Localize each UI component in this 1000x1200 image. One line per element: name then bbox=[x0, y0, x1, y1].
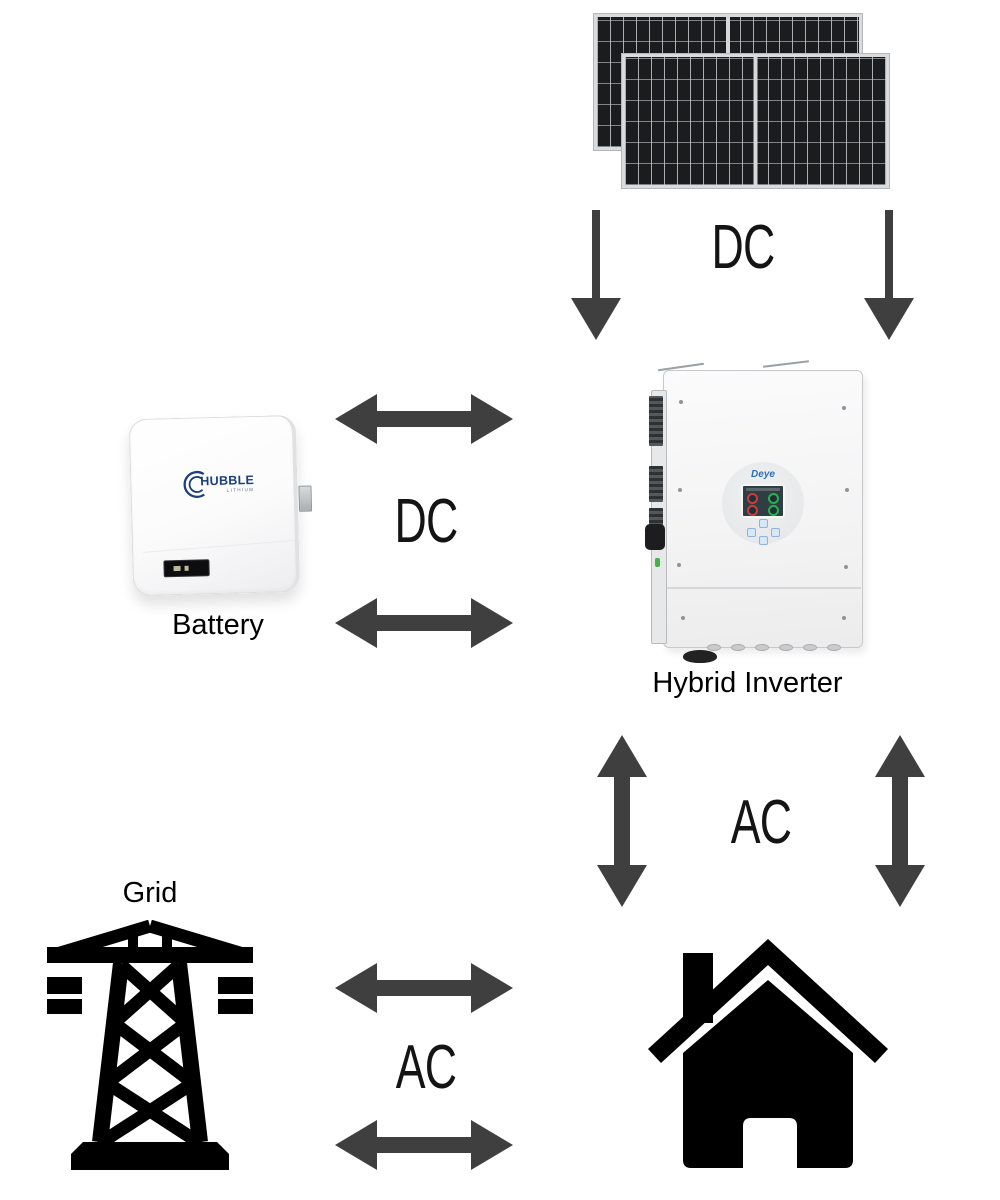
screw-icon bbox=[681, 616, 685, 620]
inverter-brand-label: Deye bbox=[751, 469, 775, 480]
battery-body: HUBBLE LITHIUM bbox=[128, 414, 313, 597]
inverter-connector-block bbox=[649, 396, 663, 446]
grid-tower-insulators bbox=[47, 977, 253, 1014]
battery-icon: HUBBLE LITHIUM bbox=[122, 408, 313, 608]
arrow-head bbox=[471, 963, 513, 1013]
grid-label: Grid bbox=[122, 877, 178, 909]
grid-tower-base bbox=[71, 1142, 229, 1170]
inverter-vent bbox=[707, 644, 721, 651]
inverter-button-left bbox=[747, 528, 756, 537]
battery-brand-logo: HUBBLE LITHIUM bbox=[181, 464, 274, 502]
arrow-bar bbox=[369, 1137, 479, 1153]
inverter-button-down bbox=[759, 536, 768, 545]
arrow-head bbox=[471, 394, 513, 444]
inverter-dc-switch-knob bbox=[645, 524, 665, 550]
ac-double-arrow-left-icon bbox=[597, 735, 647, 907]
arrow-bar bbox=[614, 769, 630, 873]
solar-panel-front-icon bbox=[621, 53, 890, 189]
grid-tower-icon bbox=[47, 920, 253, 1170]
battery-brand-sub-label: LITHIUM bbox=[226, 486, 255, 493]
inverter-vent bbox=[779, 644, 793, 651]
hybrid-inverter-label: Hybrid Inverter bbox=[652, 667, 843, 699]
arrow-head bbox=[597, 865, 647, 907]
hybrid-inverter-icon: Deye bbox=[645, 356, 867, 670]
inverter-vent bbox=[827, 644, 841, 651]
inverter-connector-block bbox=[649, 508, 663, 526]
arrow-bar bbox=[892, 769, 908, 873]
arrow-stem bbox=[592, 210, 600, 300]
ac-flow-label-bottom: AC bbox=[395, 1033, 457, 1102]
battery-display bbox=[163, 559, 210, 578]
house-icon bbox=[648, 939, 888, 1168]
dc-double-arrow-bottom-icon bbox=[335, 598, 513, 648]
screw-icon bbox=[842, 406, 846, 410]
screw-icon bbox=[842, 616, 846, 620]
inverter-button-up bbox=[759, 519, 768, 528]
inverter-gauge-icon bbox=[747, 505, 758, 516]
inverter-button-right bbox=[771, 528, 780, 537]
dc-flow-label-middle: DC bbox=[394, 487, 458, 556]
dc-down-arrow-left-icon bbox=[571, 210, 621, 340]
grid-tower-top bbox=[47, 920, 253, 963]
arrow-head bbox=[864, 298, 914, 340]
arrow-head bbox=[571, 298, 621, 340]
house-body bbox=[683, 980, 853, 1168]
inverter-foot bbox=[683, 650, 717, 663]
ac-double-arrow-right-icon bbox=[875, 735, 925, 907]
inverter-status-led bbox=[655, 558, 660, 567]
inverter-vent bbox=[755, 644, 769, 651]
inverter-control-panel: Deye bbox=[722, 462, 804, 545]
battery-label: Battery bbox=[172, 609, 264, 641]
inverter-gauge-icon bbox=[768, 505, 779, 516]
battery-display-glyph bbox=[184, 565, 189, 571]
inverter-bracket-icon bbox=[763, 360, 809, 368]
battery-brand-text: HUBBLE LITHIUM bbox=[200, 472, 255, 493]
inverter-connector-block bbox=[649, 466, 663, 502]
arrow-head bbox=[875, 865, 925, 907]
screw-icon bbox=[679, 400, 683, 404]
dc-down-arrow-right-icon bbox=[864, 210, 914, 340]
arrow-head bbox=[471, 598, 513, 648]
inverter-gauge-icon bbox=[747, 493, 758, 504]
ac-flow-label-right: AC bbox=[730, 788, 792, 857]
arrow-bar bbox=[369, 980, 479, 996]
arrow-bar bbox=[369, 411, 479, 427]
solar-panel-cells bbox=[625, 57, 886, 185]
inverter-vent bbox=[803, 644, 817, 651]
ac-double-arrow-top-icon bbox=[335, 963, 513, 1013]
battery-connector bbox=[298, 485, 313, 512]
hubble-arcs-icon bbox=[183, 471, 205, 498]
dc-flow-label-top: DC bbox=[711, 213, 775, 282]
dc-double-arrow-top-icon bbox=[335, 394, 513, 444]
screw-icon bbox=[678, 488, 682, 492]
inverter-screen bbox=[741, 484, 785, 518]
screw-icon bbox=[677, 563, 681, 567]
inverter-vent bbox=[731, 644, 745, 651]
inverter-gauge-icon bbox=[768, 493, 779, 504]
house-roof bbox=[648, 939, 888, 1063]
battery-display-glyph bbox=[173, 565, 181, 572]
screw-icon bbox=[845, 488, 849, 492]
grid-tower-lattice bbox=[92, 960, 208, 1150]
inverter-seam bbox=[663, 587, 861, 589]
ac-double-arrow-bottom-icon bbox=[335, 1120, 513, 1170]
arrow-stem bbox=[885, 210, 893, 300]
screw-icon bbox=[844, 565, 848, 569]
arrow-bar bbox=[369, 615, 479, 631]
inverter-screen-statusbar bbox=[746, 488, 780, 491]
battery-seam bbox=[143, 539, 295, 553]
arrow-head bbox=[471, 1120, 513, 1170]
